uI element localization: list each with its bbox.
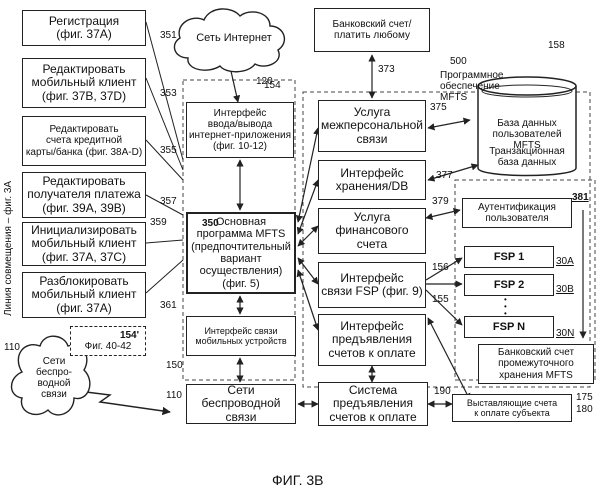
alignment-line-label: Линия совмещения – фиг. 3А: [3, 181, 14, 316]
box-p2p-service: Услуга межперсональной связи: [318, 100, 426, 152]
arrow-p2p-db: [428, 120, 470, 128]
box-fsp-interface-label: Интерфейс связи FSP (фиг. 9): [321, 272, 423, 299]
box-user-auth-label: Аутентификация пользователя: [478, 202, 556, 224]
box-finance-service: Услуга финансового счета: [318, 208, 426, 254]
arrow-main-billing: [298, 270, 318, 330]
box-edit-mobile-client-label: Редактировать мобильный клиент (фиг. 37В…: [32, 63, 137, 103]
box-escrow-account-label: Банковский счет промежуточного хранения …: [498, 347, 574, 381]
box-billing-interface: Интерфейс предъявления счетов к оплате: [318, 314, 426, 366]
internet-cloud-label: Сеть Интернет: [196, 32, 272, 44]
box-p2p-service-label: Услуга межперсональной связи: [321, 106, 423, 146]
box-web-io-interface-label: Интерфейс ввода/вывода интернет-приложен…: [189, 108, 291, 153]
box-154-prime-label: Фиг. 40-42: [85, 341, 132, 352]
ref-373: 373: [378, 64, 395, 75]
box-fsp-n-label: FSP N: [493, 321, 525, 333]
box-init-mobile-client: Инициализировать мобильный клиент (фиг. …: [22, 222, 146, 266]
ref-361: 361: [160, 300, 177, 311]
box-unlock-mobile-client-label: Разблокировать мобильный клиент (фиг. 37…: [32, 275, 137, 315]
line-359: [146, 240, 183, 243]
box-fsp-2-label: FSP 2: [494, 279, 524, 291]
box-unlock-mobile-client: Разблокировать мобильный клиент (фиг. 37…: [22, 272, 146, 318]
arrow-main-finance: [298, 226, 318, 246]
ref-190: 190: [434, 386, 451, 397]
mfts-software-label: Программное обеспечение MFTS: [440, 70, 526, 103]
box-bill-subject-label: Выставляющие счета к оплате субъекта: [467, 398, 557, 418]
line-361: [146, 260, 183, 293]
box-edit-mobile-client: Редактировать мобильный клиент (фиг. 37В…: [22, 58, 146, 108]
ref-154: 154: [264, 80, 281, 91]
box-billing-interface-label: Интерфейс предъявления счетов к оплате: [328, 320, 415, 360]
box-154-prime: 154' Фиг. 40-42: [70, 326, 146, 356]
box-billing-system: Система предъявления счетов к оплате: [318, 382, 428, 426]
box-finance-service-label: Услуга финансового счета: [335, 211, 408, 251]
ref-500: 500: [450, 56, 467, 67]
box-edit-payee: Редактировать получателя платежа (фиг. 3…: [22, 172, 146, 218]
box-storage-interface: Интерфейс хранения/DB: [318, 160, 426, 200]
box-init-mobile-client-label: Инициализировать мобильный клиент (фиг. …: [31, 224, 137, 264]
figure-caption: ФИГ. 3B: [272, 472, 323, 488]
ref-379: 379: [432, 196, 449, 207]
box-registration-label: Регистрация (фиг. 37А): [49, 15, 119, 42]
box-wireless-networks: Сети беспроводной связи: [186, 384, 296, 424]
box-web-io-interface: Интерфейс ввода/вывода интернет-приложен…: [186, 102, 294, 158]
box-edit-card-accounts-label: Редактировать счета кредитной карты/банк…: [26, 124, 142, 158]
box-fsp-2: FSP 2: [464, 274, 554, 296]
fsp-ellipsis: • • •: [504, 296, 507, 317]
box-bank-pay-anyone-label: Банковский счет/ платить любому: [333, 19, 412, 41]
ref-175: 175: [576, 392, 593, 403]
box-mobile-interface: Интерфейс связи мобильных устройств: [186, 316, 296, 356]
box-fsp-1: FSP 1: [464, 246, 554, 268]
ref-377: 377: [436, 170, 453, 181]
ref-381: 381: [572, 192, 589, 203]
wireless-cloud-label: Сети беспро- водной связи: [28, 356, 80, 400]
ref-357: 357: [160, 196, 177, 207]
ref-30n: 30N: [556, 328, 574, 339]
ref-150: 150: [166, 360, 183, 371]
ref-156: 156: [432, 262, 449, 273]
box-registration: Регистрация (фиг. 37А): [22, 10, 146, 46]
box-fsp-1-label: FSP 1: [494, 251, 524, 263]
box-fsp-interface: Интерфейс связи FSP (фиг. 9): [318, 262, 426, 308]
ref-359: 359: [150, 217, 167, 228]
box-wireless-networks-label: Сети беспроводной связи: [202, 384, 281, 424]
ref-375: 375: [430, 102, 447, 113]
ref-350: 350: [202, 218, 219, 229]
ref-30a: 30A: [556, 256, 574, 267]
box-edit-card-accounts: Редактировать счета кредитной карты/банк…: [22, 116, 146, 166]
box-escrow-account: Банковский счет промежуточного хранения …: [478, 344, 594, 384]
ref-110-cloud: 110: [4, 342, 20, 353]
ref-158: 158: [548, 40, 565, 51]
ref-110: 110: [166, 390, 182, 401]
box-bill-subject: Выставляющие счета к оплате субъекта: [452, 394, 572, 422]
ref-155: 155: [432, 294, 449, 305]
box-user-auth: Аутентификация пользователя: [462, 198, 572, 228]
ref-154-prime: 154': [120, 330, 145, 341]
box-bank-pay-anyone: Банковский счет/ платить любому: [314, 8, 430, 52]
box-edit-payee-label: Редактировать получателя платежа (фиг. 3…: [27, 175, 141, 215]
ref-355: 355: [160, 145, 177, 156]
ref-351: 351: [160, 30, 177, 41]
box-mobile-interface-label: Интерфейс связи мобильных устройств: [195, 326, 286, 346]
ref-30b: 30B: [556, 284, 574, 295]
database-label-transactions: Транзакционная база данных: [480, 146, 574, 168]
ref-353: 353: [160, 88, 177, 99]
box-fsp-n: FSP N: [464, 316, 554, 338]
ref-180: 180: [576, 404, 593, 415]
box-storage-interface-label: Интерфейс хранения/DB: [336, 167, 408, 194]
box-billing-system-label: Система предъявления счетов к оплате: [329, 384, 416, 424]
